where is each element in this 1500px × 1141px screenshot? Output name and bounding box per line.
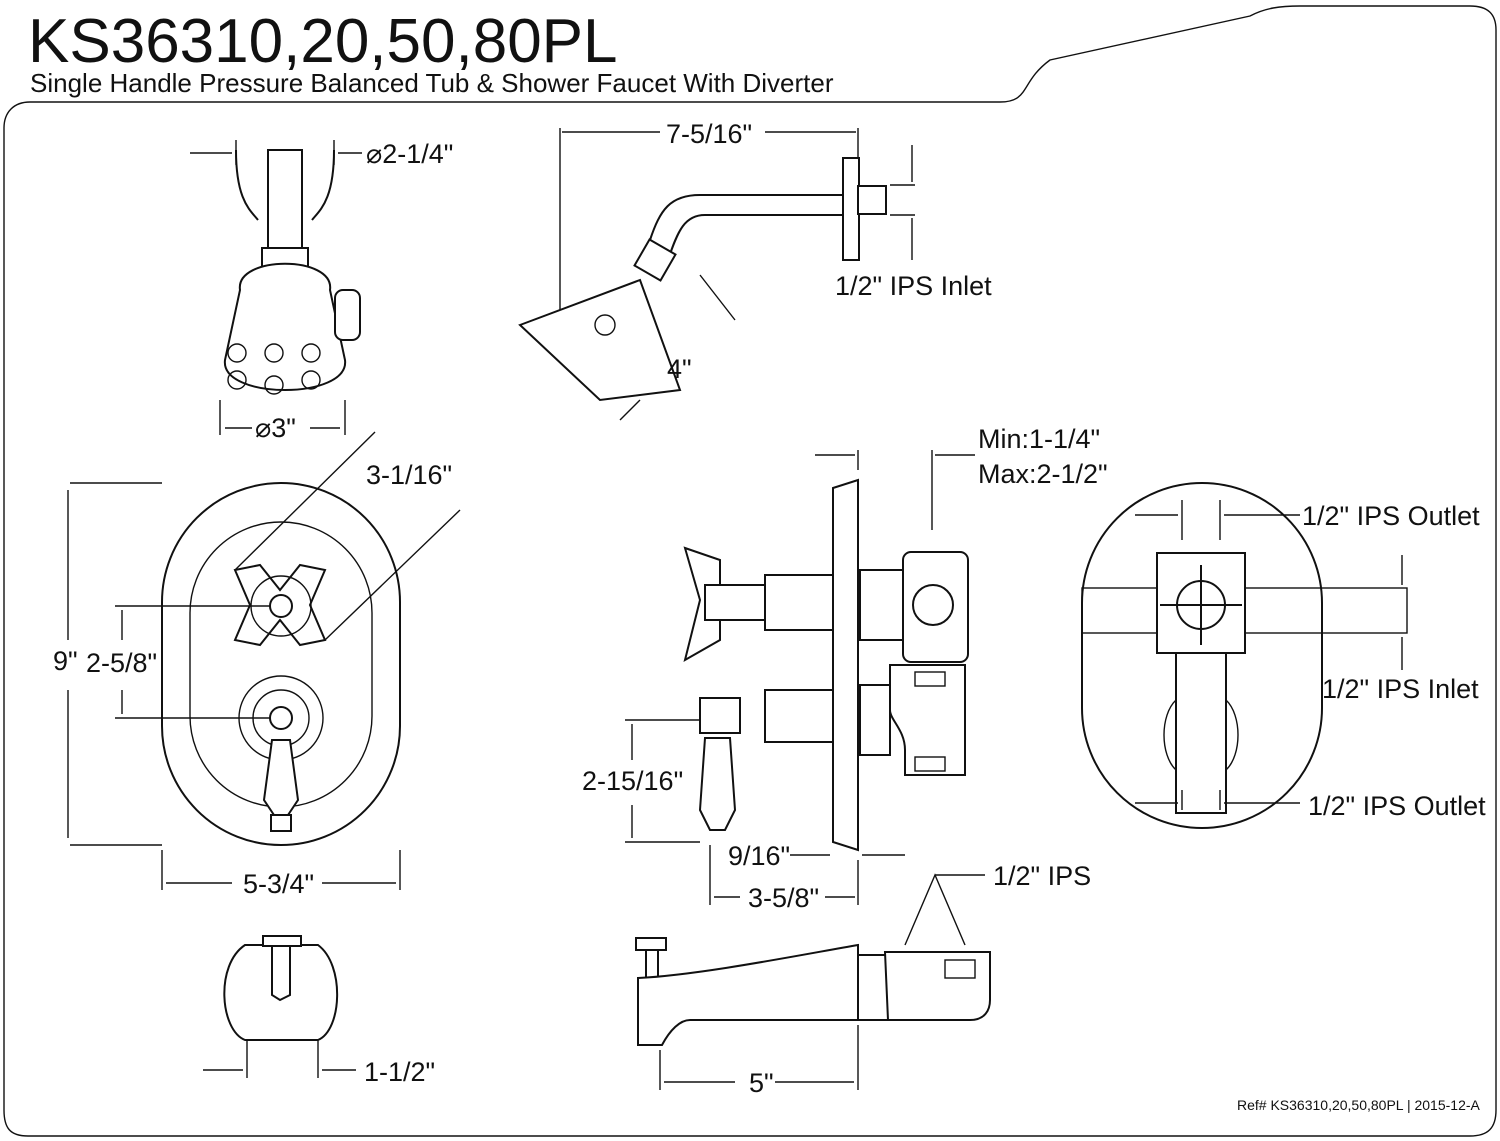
dim-handle-spacing: 2-5/8" [86, 648, 157, 678]
valve-rear-view [1081, 482, 1408, 829]
dim-plate-height: 9" [53, 646, 78, 676]
dim-spout-width: 1-1/2" [364, 1057, 435, 1087]
dim-valve-outlet-top: 1/2" IPS Outlet [1302, 501, 1480, 531]
dim-wall-min: Min:1-1/4" [978, 424, 1100, 454]
tub-spout-front-view [203, 935, 356, 1078]
dim-handle-projection: 3-5/8" [748, 883, 819, 913]
dim-handle-span: 3-1/16" [366, 460, 452, 490]
shower-head-front-view [190, 140, 362, 435]
reference-number: Ref# KS36310,20,50,80PL | 2015-12-A [1237, 1097, 1481, 1113]
drawing-border [3, 5, 1497, 1137]
model-title: KS36310,20,50,80PL [28, 7, 618, 76]
trim-plate-front-view [67, 431, 461, 890]
dim-spout-reach: 5" [749, 1068, 774, 1098]
valve-side-view [625, 450, 975, 905]
dim-wall-max: Max:2-1/2" [978, 459, 1108, 489]
dim-arm-inlet: 1/2" IPS Inlet [835, 271, 992, 301]
tub-spout-side-view [635, 873, 991, 1090]
dim-spout-ips: 1/2" IPS [993, 861, 1091, 891]
subtitle: Single Handle Pressure Balanced Tub & Sh… [30, 68, 834, 98]
dim-flange-diameter: ⌀2-1/4" [366, 139, 453, 169]
dim-valve-inlet: 1/2" IPS Inlet [1322, 674, 1479, 704]
dim-plate-width: 5-3/4" [243, 869, 314, 899]
dim-arm-length: 7-5/16" [666, 119, 752, 149]
dim-head-length: 4" [667, 354, 692, 384]
shower-arm-side-view [518, 128, 915, 421]
dim-head-diameter: ⌀3" [255, 413, 296, 443]
dim-lever-drop: 2-15/16" [582, 766, 683, 796]
dim-valve-outlet-bottom: 1/2" IPS Outlet [1308, 791, 1486, 821]
dim-plate-offset: 9/16" [728, 841, 790, 871]
